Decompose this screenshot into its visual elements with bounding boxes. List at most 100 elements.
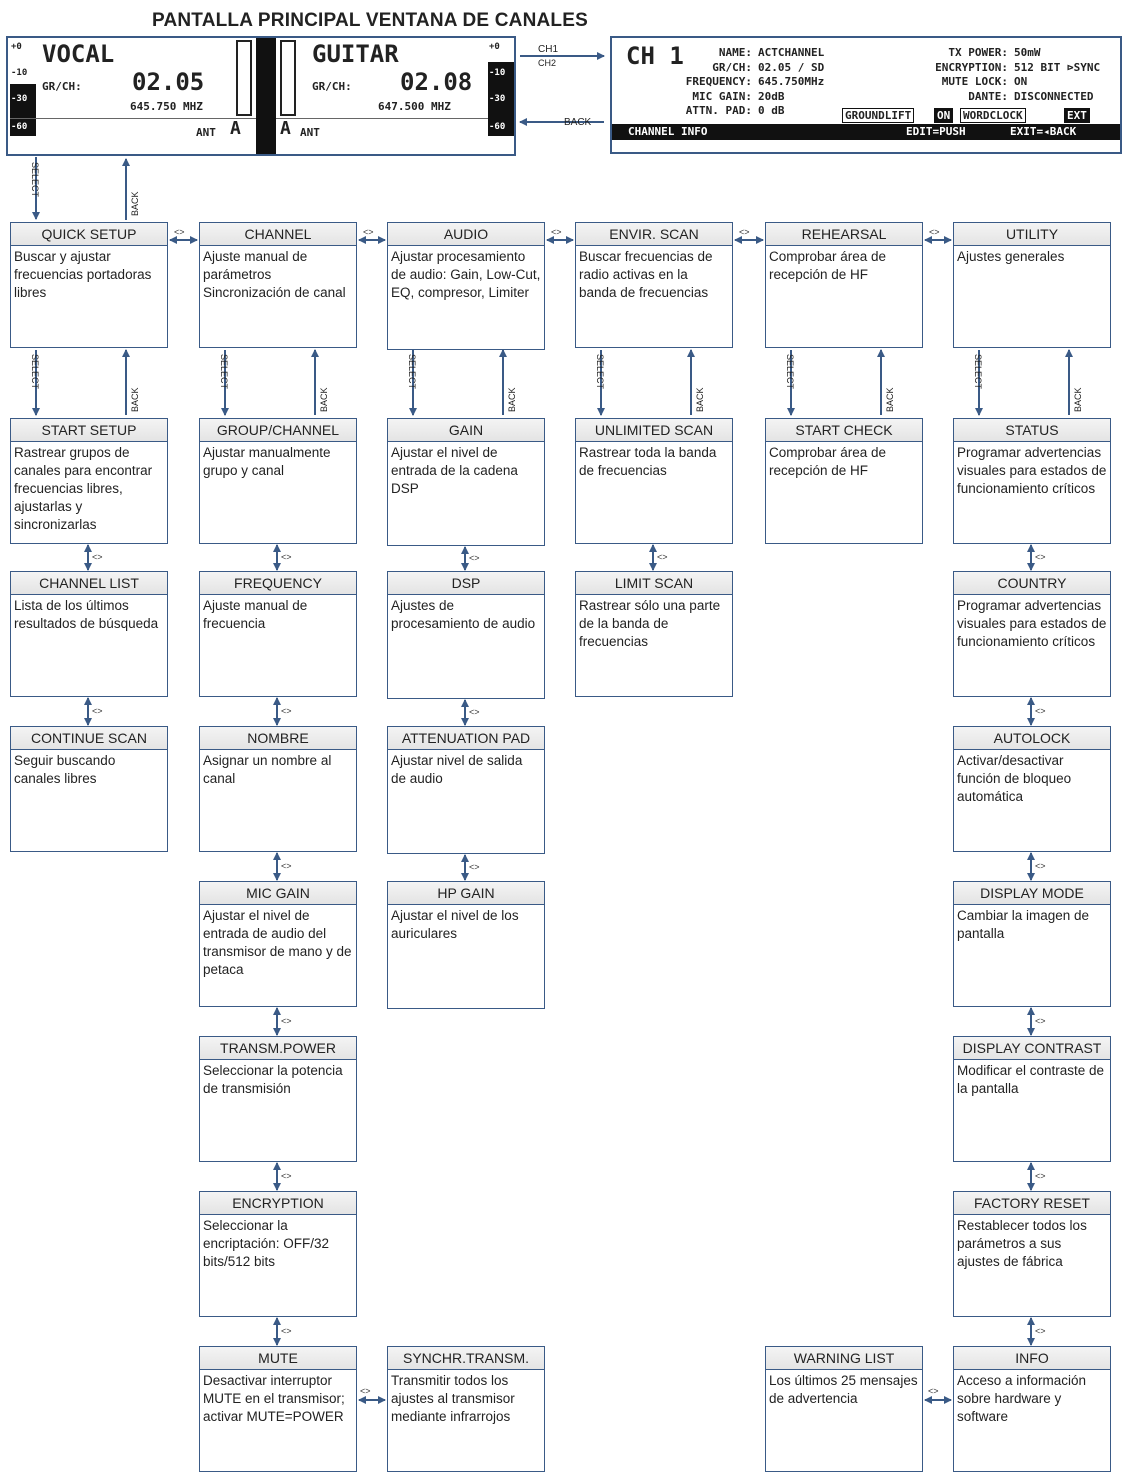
channel-info-row: NAME: ACTCHANNEL	[624, 46, 850, 60]
menu-box-description: Comprobar área de recepción de HF	[769, 445, 887, 478]
menu-box-title: AUDIO	[388, 223, 544, 246]
menu-box-title: CHANNEL	[200, 223, 356, 246]
menu-box-title: START SETUP	[11, 419, 167, 442]
channel-info-key: GR/CH:	[712, 60, 752, 74]
nav-symbol: <>	[360, 1386, 371, 1396]
menu-box-title: NOMBRE	[200, 727, 356, 750]
menu-box-description: Rastrear toda la banda de frecuencias	[579, 445, 717, 478]
scale-label: -10	[489, 68, 506, 78]
menu-box-title: FREQUENCY	[200, 572, 356, 595]
menu-box-description: Buscar frecuencias de radio activas en l…	[579, 249, 713, 300]
ch2-label: CH2	[538, 58, 557, 68]
menu-box-description: Ajustar manualmente grupo y canal	[203, 445, 331, 478]
antenna-label-right: ANT	[300, 126, 320, 139]
menu-box-title: DISPLAY CONTRAST	[954, 1037, 1110, 1060]
antenna-label-left: ANT	[196, 126, 216, 139]
back-label: BACK	[1073, 387, 1083, 412]
nav-symbol: <>	[92, 551, 103, 562]
frequency-right: 647.500 MHZ	[378, 100, 451, 113]
scale-label: -60	[489, 122, 506, 132]
menu-box-description: Rastrear grupos de canales para encontra…	[14, 445, 153, 532]
nav-symbol: <>	[551, 227, 562, 237]
menu-box-title: ENCRYPTION	[200, 1192, 356, 1215]
nav-symbol: <>	[281, 1170, 292, 1181]
scale-label: -30	[11, 94, 28, 104]
menu-box[interactable]: AUDIO Ajustar procesamiento de audio: Gai…	[387, 222, 545, 350]
channel-info-key: MUTE LOCK:	[941, 75, 1008, 88]
channel-name-right: GUITAR	[312, 40, 399, 68]
menu-box-description: Seleccionar la potencia de transmisión	[203, 1063, 343, 1096]
menu-box-description: Modificar el contraste de la pantalla	[957, 1063, 1105, 1096]
channel-info-key: NAME:	[718, 46, 752, 59]
lock-icon	[256, 38, 276, 154]
menu-box[interactable]: ENCRYPTION Seleccionar la encriptación: O…	[199, 1191, 357, 1317]
menu-box-description: Ajuste manual de frecuencia	[203, 598, 308, 631]
page-title: PANTALLA PRINCIPAL VENTANA DE CANALES	[152, 10, 588, 31]
menu-box-description: Seleccionar la encriptación: OFF/32 bits…	[203, 1218, 330, 1269]
channel-info-value: 512 BIT ⊳SYNC	[1014, 60, 1101, 74]
nav-symbol: <>	[92, 705, 103, 716]
menu-box-title: DSP	[388, 572, 544, 595]
menu-box-title: WARNING LIST	[766, 1347, 922, 1370]
level-scale-right: +0 -10 -30 -60	[488, 40, 514, 136]
menu-box-description: Asignar un nombre al canal	[203, 753, 332, 786]
nav-symbol: <>	[657, 551, 668, 562]
menu-box-description: Ajustar procesamiento de audio: Gain, Lo…	[391, 249, 541, 300]
channel-info-value: ACTCHANNEL	[758, 46, 825, 59]
channel-info-row: GR/CH: 02.05 / SD	[624, 61, 850, 75]
channel-info-row: MUTE LOCK:ON	[848, 75, 1104, 89]
channel-info-row: FREQUENCY:645.750MHz	[624, 75, 850, 89]
select-label: SELECT	[407, 354, 417, 390]
groundlift-on-badge: ON	[934, 108, 954, 123]
menu-box[interactable]: TRANSM.POWER Seleccionar la potencia de t…	[199, 1036, 357, 1162]
nav-symbol: <>	[1035, 1170, 1046, 1181]
channel-info-row: MIC GAIN:20dB	[624, 90, 850, 104]
menu-box[interactable]: START SETUP Rastrear grupos de canales pa…	[10, 418, 168, 544]
ch1-label: CH1	[538, 44, 559, 55]
menu-box[interactable]: FREQUENCY Ajuste manual de frecuencia	[199, 571, 357, 697]
menu-box-title: ENVIR. SCAN	[576, 223, 732, 246]
nav-symbol: <>	[281, 1015, 292, 1026]
menu-box-title: TRANSM.POWER	[200, 1037, 356, 1060]
menu-box[interactable]: DISPLAY CONTRAST Modificar el contraste d…	[953, 1036, 1111, 1162]
channel-info-value: 02.05 / SD	[758, 60, 825, 74]
menu-box-description: Programar advertencias visuales para est…	[957, 445, 1107, 496]
menu-box-title: FACTORY RESET	[954, 1192, 1110, 1215]
menu-box[interactable]: ENVIR. SCAN Buscar frecuencias de radio a…	[575, 222, 733, 348]
menu-box[interactable]: NOMBRE Asignar un nombre al canal	[199, 726, 357, 852]
select-label: SELECT	[595, 354, 605, 390]
menu-box-title: CONTINUE SCAN	[11, 727, 167, 750]
menu-box-description: Acceso a información sobre hardware y so…	[957, 1373, 1087, 1424]
select-label: SELECT	[30, 162, 40, 198]
nav-symbol: <>	[281, 551, 292, 562]
footer-exit-hint: EXIT=◂BACK	[1010, 125, 1077, 138]
nav-symbol: <>	[469, 861, 480, 872]
channel-info-key: TX POWER:	[948, 46, 1008, 59]
grch-value-left: 02.05	[132, 68, 205, 96]
back-label: BACK	[885, 387, 895, 412]
menu-box[interactable]: SYNCHR.TRANSM.Transmitir todos los ajust…	[387, 1346, 545, 1472]
